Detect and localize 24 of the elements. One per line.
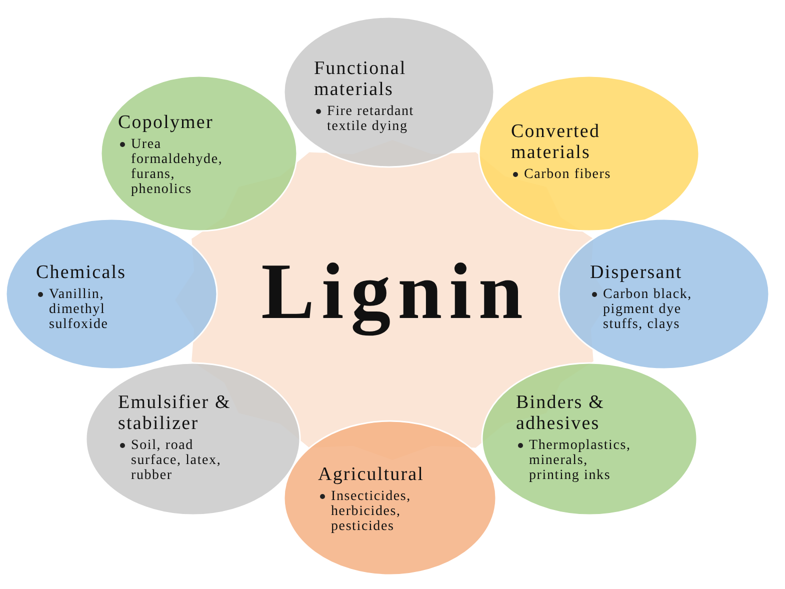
category-circle [558,218,770,370]
example-text: Fire retardant textile dying [327,104,415,134]
category-circle [100,75,298,232]
category-circle [283,420,497,576]
category-heading: Binders & adhesives [516,392,606,434]
category-circle [5,218,218,370]
category-heading: Agricultural [318,464,426,485]
example-text: Urea formaldehyde, furans, phenolics [131,137,224,197]
example-text: Insecticides, herbicides, pesticides [331,489,412,534]
example-text: Soil, road surface, latex, rubber [131,438,222,483]
category-heading: Emulsifier & stabilizer [118,392,232,434]
example-text: Thermoplastics, minerals, printing inks [529,438,632,483]
category-circle [481,362,698,516]
category-heading: Chemicals [36,262,128,283]
category-circle [478,75,700,232]
category-heading: Functional materials [314,58,408,100]
category-heading: Converted materials [511,121,602,163]
example-text: Vanillin, dimethyl sulfoxide [49,287,110,332]
example-text: Carbon black, pigment dye stuffs, clays [603,287,693,332]
category-circle [283,16,495,168]
category-circle [85,362,301,516]
example-text: Carbon fibers [524,167,612,182]
category-heading: Copolymer [118,112,214,133]
category-heading: Dispersant [590,262,684,283]
